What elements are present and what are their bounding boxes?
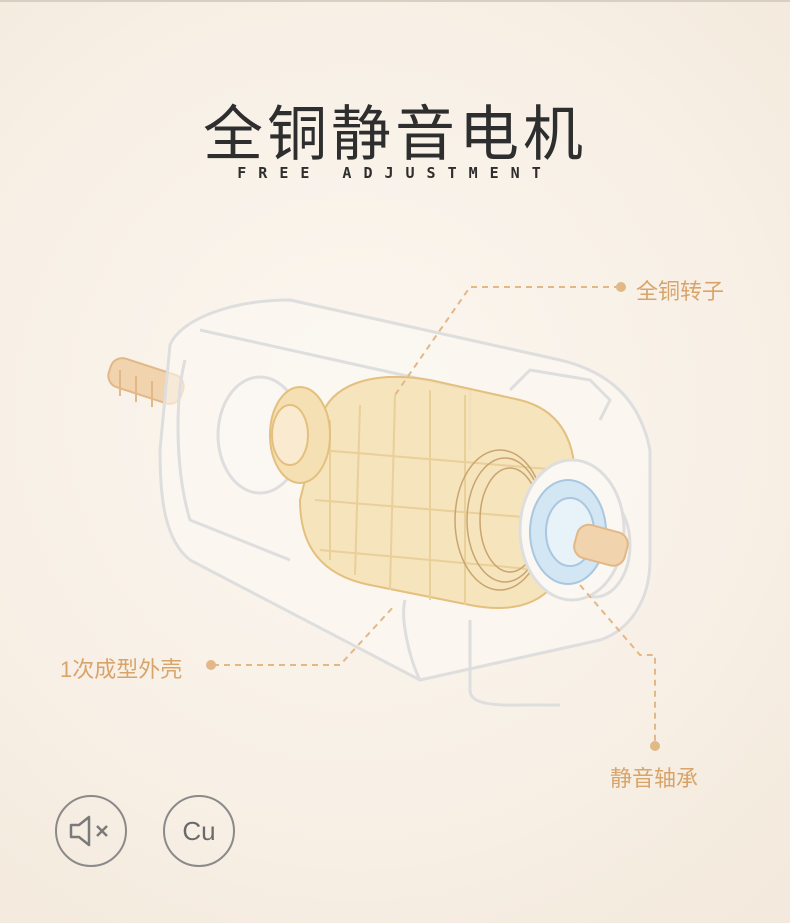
shell-dot xyxy=(206,660,216,670)
copper-badge-label: Cu xyxy=(182,816,216,846)
bearing-leader-line xyxy=(579,584,656,745)
page-title: 全铜静音电机 xyxy=(203,101,587,168)
bearing-dot xyxy=(650,741,660,751)
callout-shell-label: 1次成型外壳 xyxy=(60,657,183,682)
rotor-dot xyxy=(616,282,626,292)
mute-badge xyxy=(55,795,127,867)
callout-dots xyxy=(206,282,660,751)
speaker-mute-icon xyxy=(69,815,108,847)
top-divider xyxy=(0,0,790,2)
callout-leader-lines xyxy=(213,286,656,745)
callout-bearing-label: 静音轴承 xyxy=(610,766,699,791)
copper-badge: Cu xyxy=(163,795,235,867)
callout-rotor-label: 全铜转子 xyxy=(636,279,725,304)
shell-leader-line xyxy=(213,604,396,666)
page-subtitle: FREE ADJUSTMENT xyxy=(237,164,553,182)
rotor-leader-line xyxy=(394,286,620,396)
silent-bearing xyxy=(518,458,629,602)
